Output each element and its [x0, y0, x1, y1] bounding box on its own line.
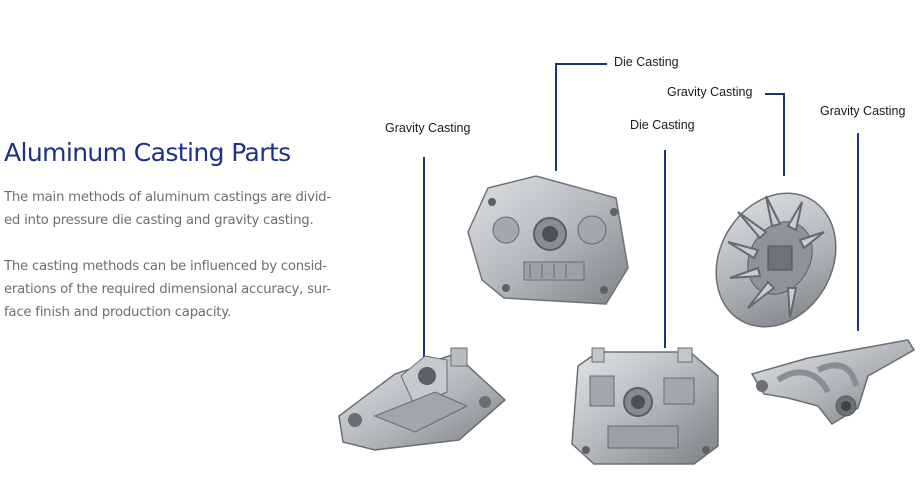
methods-paragraph: The casting methods can be influenced by… [4, 255, 331, 324]
callout-label-die-top: Die Casting [614, 55, 679, 69]
paragraph-line: The main methods of aluminum castings ar… [4, 190, 331, 205]
exhaust-manifold-icon [748, 336, 916, 428]
callout-label-gravity-left: Gravity Casting [385, 121, 471, 135]
callout-line-gravity-middle-h [765, 93, 785, 95]
callout-line-die-top-v [555, 63, 557, 171]
fan-wheel-icon [708, 182, 838, 332]
paragraph-line: ed into pressure die casting and gravity… [4, 213, 314, 228]
paragraph-line: erations of the required dimensional acc… [4, 282, 331, 297]
callout-line-gravity-right [857, 133, 859, 331]
callout-line-gravity-left [423, 157, 425, 360]
callout-label-gravity-middle: Gravity Casting [667, 85, 753, 99]
callout-line-gravity-middle-v [783, 93, 785, 176]
callout-label-gravity-right: Gravity Casting [820, 104, 906, 118]
callout-line-die-right [664, 150, 666, 348]
cylinder-block-icon [568, 346, 724, 468]
engine-housing-icon [466, 172, 632, 310]
callout-line-die-top-h [555, 63, 607, 65]
intake-manifold-icon [335, 346, 511, 454]
intro-paragraph: The main methods of aluminum castings ar… [4, 186, 331, 232]
callout-label-die-right: Die Casting [630, 118, 695, 132]
paragraph-line: face finish and production capacity. [4, 305, 231, 320]
paragraph-line: The casting methods can be influenced by… [4, 259, 327, 274]
page-title: Aluminum Casting Parts [4, 138, 291, 167]
